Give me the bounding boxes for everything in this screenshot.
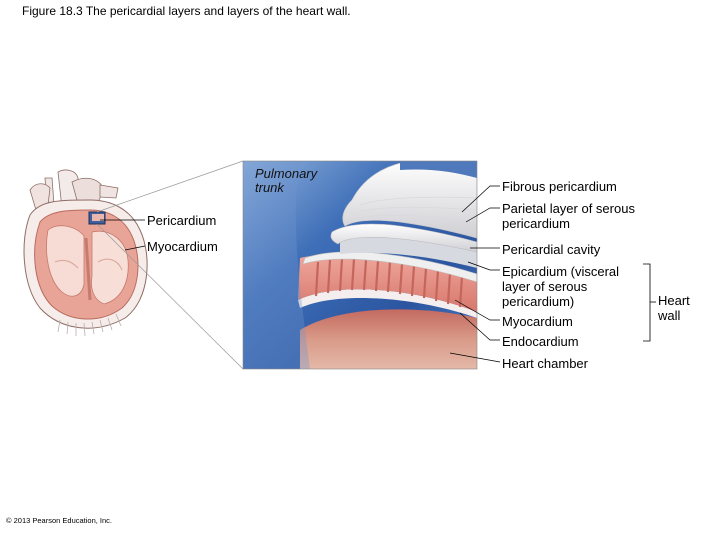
zoom-line-top	[97, 161, 243, 212]
copyright-notice: © 2013 Pearson Education, Inc.	[6, 516, 112, 525]
label-epicardium: Epicardium (visceral layer of serous per…	[502, 264, 619, 309]
whole-heart-illustration	[24, 170, 147, 336]
label-parietal-layer: Parietal layer of serous pericardium	[502, 201, 635, 231]
label-heart-chamber: Heart chamber	[502, 356, 588, 371]
label-pericardium: Pericardium	[147, 213, 216, 228]
label-pulmonary-trunk: Pulmonary trunk	[255, 167, 317, 195]
label-heart-wall: Heart wall	[658, 293, 690, 323]
label-myocardium-right: Myocardium	[502, 314, 573, 329]
label-fibrous-pericardium: Fibrous pericardium	[502, 179, 617, 194]
label-myocardium-left: Myocardium	[147, 239, 218, 254]
label-endocardium: Endocardium	[502, 334, 579, 349]
heart-wall-bracket	[643, 264, 650, 341]
label-pericardial-cavity: Pericardial cavity	[502, 242, 600, 257]
